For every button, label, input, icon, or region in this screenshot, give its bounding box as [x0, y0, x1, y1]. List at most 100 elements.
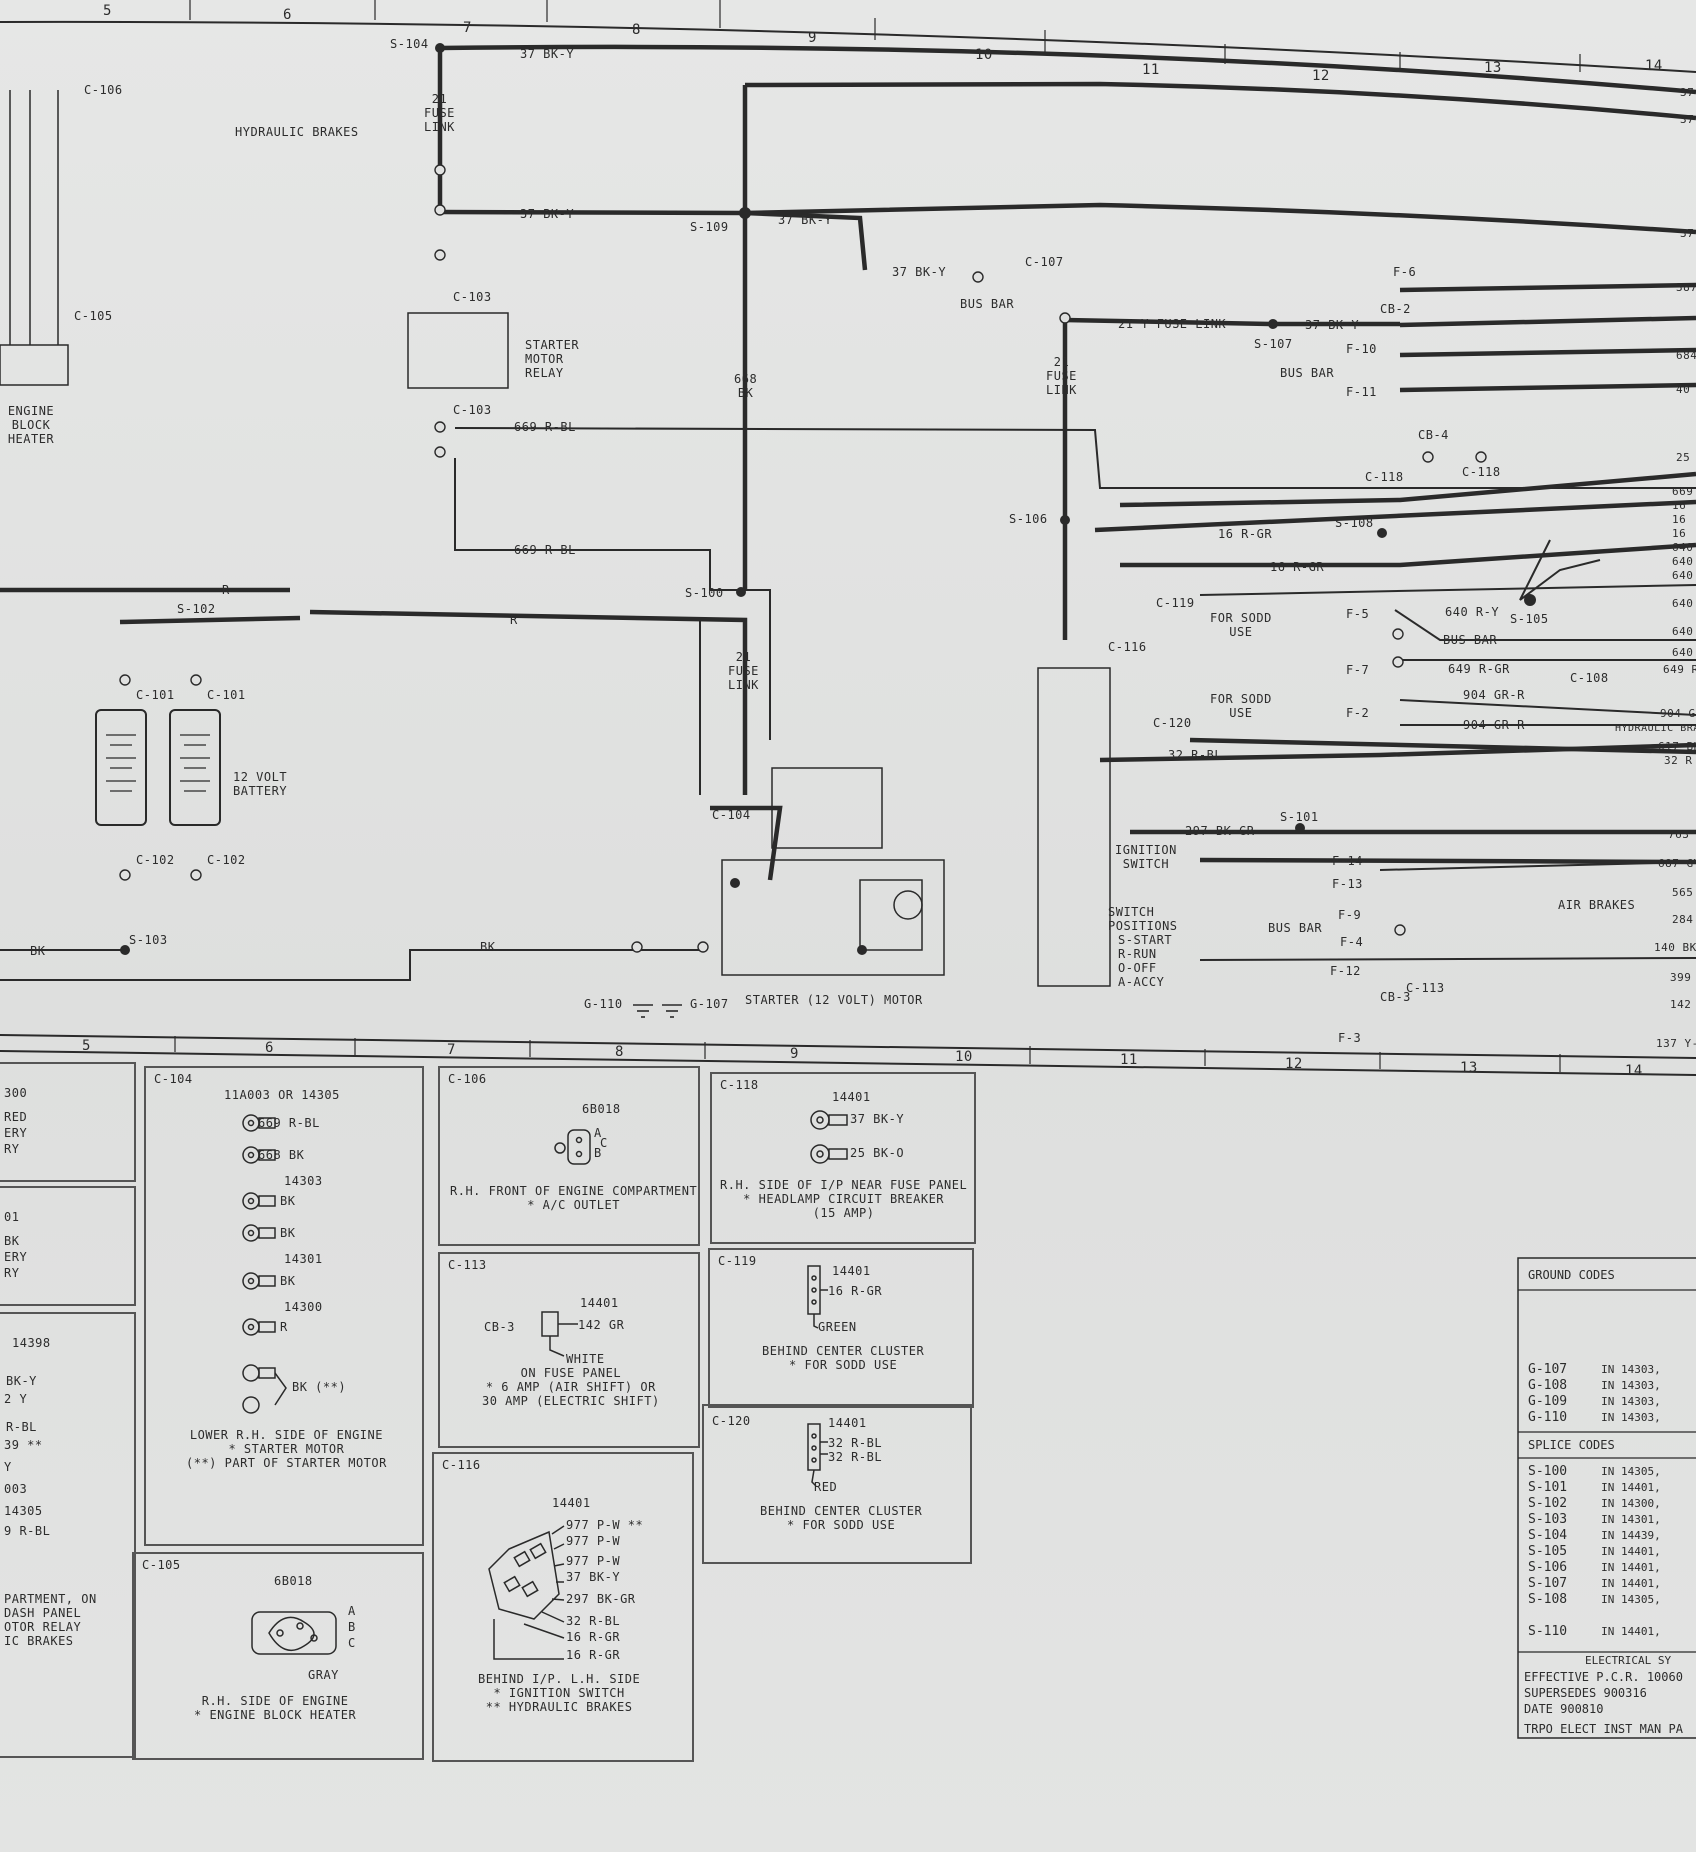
wire-callout: R — [280, 1320, 288, 1334]
wire-label: S-109 — [690, 220, 729, 234]
code-location: IN 14401, — [1601, 1481, 1661, 1494]
grid-number: 9 — [790, 1046, 799, 1062]
connector-box-c116: C-116 14401 977 P-W ** 977 P-W 977 P-W 3… — [432, 1452, 694, 1762]
wire-label: 669 R-BL — [514, 420, 576, 434]
bottom-grid-ticks — [174, 1036, 1561, 1072]
edge-wire-number: 640 — [1672, 555, 1694, 568]
grid-number: 13 — [1484, 60, 1502, 76]
wire-callout: 977 P-W ** — [566, 1518, 644, 1532]
wire-label: R — [510, 613, 518, 627]
pin-letter: C — [348, 1636, 356, 1650]
connector-text: RY — [4, 1266, 20, 1280]
wire-label: S-101 — [1280, 810, 1319, 824]
wire-color: RED — [814, 1480, 838, 1494]
hydraulic-brakes-label: HYDRAULIC BRAKES — [235, 125, 359, 139]
switch-position-text: S-START — [1118, 933, 1173, 947]
connector-text: BK-Y — [6, 1374, 37, 1388]
part-number: 14301 — [284, 1252, 323, 1266]
c113-connector-icon — [541, 1311, 578, 1357]
code-location: IN 14401, — [1601, 1625, 1661, 1638]
connector-text: OTOR RELAY — [4, 1620, 82, 1634]
connector-title: C-105 — [142, 1558, 181, 1572]
circuit-breaker-id: CB-3 — [484, 1320, 515, 1334]
edge-wire-number: 649 R — [1663, 663, 1696, 676]
footer-line: ELECTRICAL SY — [1585, 1654, 1672, 1667]
wire-label: 21 Y FUSE LINK — [1118, 317, 1227, 331]
pin-letter: A — [348, 1604, 356, 1618]
code-id: G-107 — [1528, 1362, 1568, 1377]
connector-title: C-116 — [442, 1458, 481, 1472]
switch-position-text: SWITCH — [1108, 905, 1155, 919]
connector-title: C-118 — [720, 1078, 759, 1092]
wire-label: F-4 — [1340, 935, 1364, 949]
connector-title: C-113 — [448, 1258, 487, 1272]
edge-wire-number: 284 — [1672, 913, 1694, 926]
connector-text: PARTMENT, ON — [4, 1592, 97, 1606]
wire-label: 21 FUSE LINK — [1046, 355, 1077, 397]
wire-callout: 32 R-BL — [566, 1614, 621, 1628]
connector-title: C-120 — [712, 1414, 751, 1428]
edge-wire-number: 669 — [1672, 485, 1694, 498]
wire-callout: BK — [280, 1226, 296, 1240]
connector-box-c119: C-119 14401 16 R-GR GREEN BEHIND CENTER … — [708, 1248, 974, 1408]
wire-label: CB-4 — [1418, 428, 1449, 442]
wire-label: S-102 — [177, 602, 216, 616]
bus-bar-label: BUS BAR — [1443, 633, 1498, 647]
grid-number: 6 — [283, 7, 292, 23]
switch-position-text: A-ACCY — [1118, 975, 1165, 989]
connector-text: 003 — [4, 1482, 28, 1496]
part-number: 11A003 OR 14305 — [224, 1088, 340, 1102]
footer-line: TRPO ELECT INST MAN PA — [1524, 1722, 1683, 1736]
c119-connector-icon — [807, 1265, 828, 1329]
ground-codes-title: GROUND CODES — [1528, 1268, 1615, 1282]
wire-callout: 668 BK — [258, 1148, 305, 1162]
wire-callout: 16 R-GR — [566, 1630, 621, 1644]
battery-label: 12 VOLT BATTERY — [233, 770, 288, 798]
wire-label: C-119 — [1156, 596, 1195, 610]
connector-text: 01 — [4, 1210, 20, 1224]
wire-label: S-106 — [1009, 512, 1048, 526]
connector-description: R.H. SIDE OF ENGINE * ENGINE BLOCK HEATE… — [194, 1694, 357, 1722]
edge-wire-number: 617 BK — [1658, 740, 1696, 753]
pin-letter: B — [348, 1620, 356, 1634]
hydraulic-brakes-label: HYDRAULIC BRA — [1615, 723, 1696, 734]
code-id: S-103 — [1528, 1512, 1568, 1527]
connector-box-partial: 300 RED ERY RY — [0, 1062, 136, 1182]
edge-wire-number: 640 — [1672, 646, 1694, 659]
air-brakes-label: AIR BRAKES — [1558, 898, 1636, 912]
wire-label: F-13 — [1332, 877, 1363, 891]
edge-wire-number: 37 — [1680, 227, 1695, 240]
wire-label: 37 BK-Y — [892, 265, 947, 279]
connector-text: ERY — [4, 1126, 28, 1140]
wire-callout: 977 P-W — [566, 1554, 621, 1568]
wire-label: 904 GR-R — [1463, 688, 1525, 702]
wire-label: C-102 — [136, 853, 175, 867]
connector-text: Y — [4, 1460, 12, 1474]
wire-label: C-106 — [84, 83, 123, 97]
wire-label: F-5 — [1346, 607, 1370, 621]
connector-text: RY — [4, 1142, 20, 1156]
wire-label: 37 BK-Y — [520, 47, 575, 61]
connector-box-c113: C-113 14401 CB-3 142 GR WHITE ON FUSE PA… — [438, 1252, 700, 1448]
connector-description: R.H. FRONT OF ENGINE COMPARTMENT * A/C O… — [450, 1184, 698, 1212]
wire-callout: BK — [280, 1194, 296, 1208]
wire-callout: 32 R-BL — [828, 1450, 883, 1464]
connector-title: C-106 — [448, 1072, 487, 1086]
grid-number: 11 — [1142, 62, 1160, 78]
grid-number: 8 — [632, 22, 641, 38]
code-id: G-108 — [1528, 1378, 1568, 1393]
ground-symbols — [633, 1004, 682, 1018]
code-location: IN 14401, — [1601, 1545, 1661, 1558]
c104-terminal-icons — [242, 1114, 287, 1414]
edge-wire-number: 16 — [1672, 499, 1687, 512]
connector-text: BK — [4, 1234, 20, 1248]
battery-2 — [169, 709, 221, 826]
wire-label: F-11 — [1346, 385, 1377, 399]
switch-position-text: POSITIONS — [1108, 919, 1178, 933]
